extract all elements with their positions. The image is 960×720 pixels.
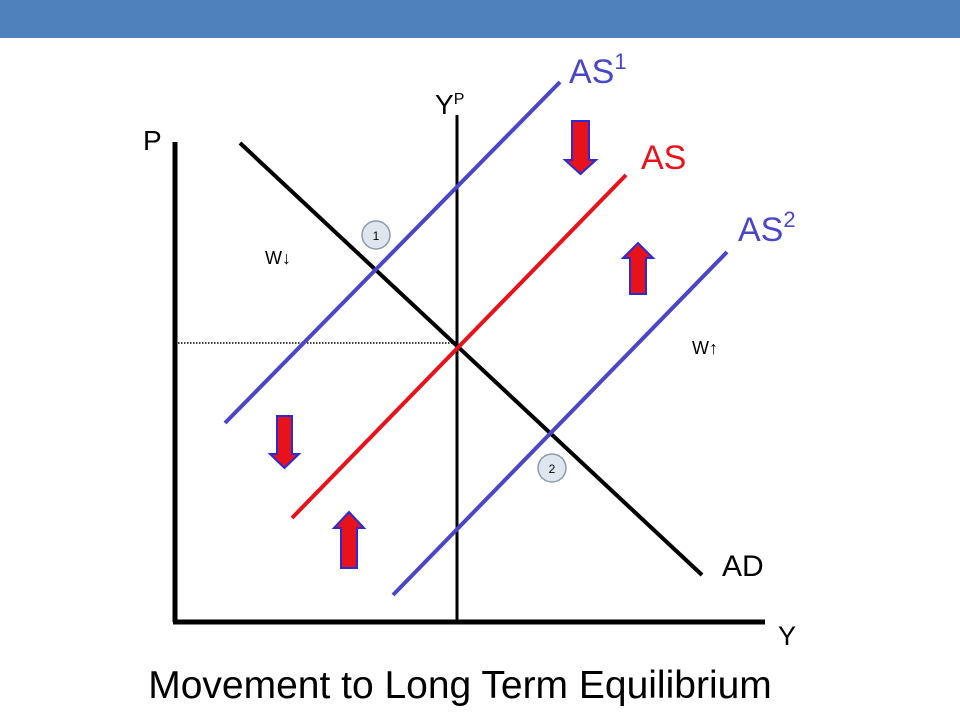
x-axis-label: Y — [778, 621, 796, 651]
as2-label: AS2 — [738, 207, 796, 249]
as-curve — [290, 173, 628, 520]
marker-1-label: 1 — [373, 229, 380, 243]
potential-output-label: YP — [435, 89, 464, 120]
marker-2-label: 2 — [549, 462, 556, 476]
as2-curve — [391, 250, 729, 597]
wage-up-label: W↑ — [692, 338, 718, 358]
as1-label: AS1 — [569, 49, 627, 91]
arrow-down-icon-shape — [562, 120, 599, 176]
potential-output-label-main: Y — [435, 89, 454, 120]
as2-label-sup: 2 — [783, 207, 795, 232]
marker-2: 2 — [537, 453, 567, 483]
arrow-up-icon — [331, 510, 367, 569]
as1-label-main: AS — [569, 53, 614, 91]
marker-2-circle — [537, 453, 567, 483]
ad-curve — [238, 141, 704, 577]
arrow-up-icon-shape — [331, 510, 367, 569]
as2-label-main: AS — [738, 211, 783, 249]
marker-1-circle — [361, 220, 391, 250]
header-bar — [0, 0, 960, 38]
arrow-down-icon — [562, 120, 599, 176]
arrow-up-icon-shape — [620, 241, 656, 295]
marker-1: 1 — [361, 220, 391, 250]
y-axis-label: P — [143, 125, 162, 156]
as-label: AS — [641, 139, 686, 177]
arrow-down-icon — [267, 415, 302, 470]
potential-output-label-sup: P — [454, 91, 465, 108]
as1-curve — [223, 80, 562, 425]
arrow-down-icon-shape — [267, 415, 302, 470]
ad-label: AD — [722, 550, 764, 583]
diagram-caption: Movement to Long Term Equilibrium — [148, 664, 772, 707]
arrow-up-icon — [620, 241, 656, 295]
as1-label-sup: 1 — [614, 49, 626, 74]
wage-down-label: W↓ — [265, 248, 291, 268]
